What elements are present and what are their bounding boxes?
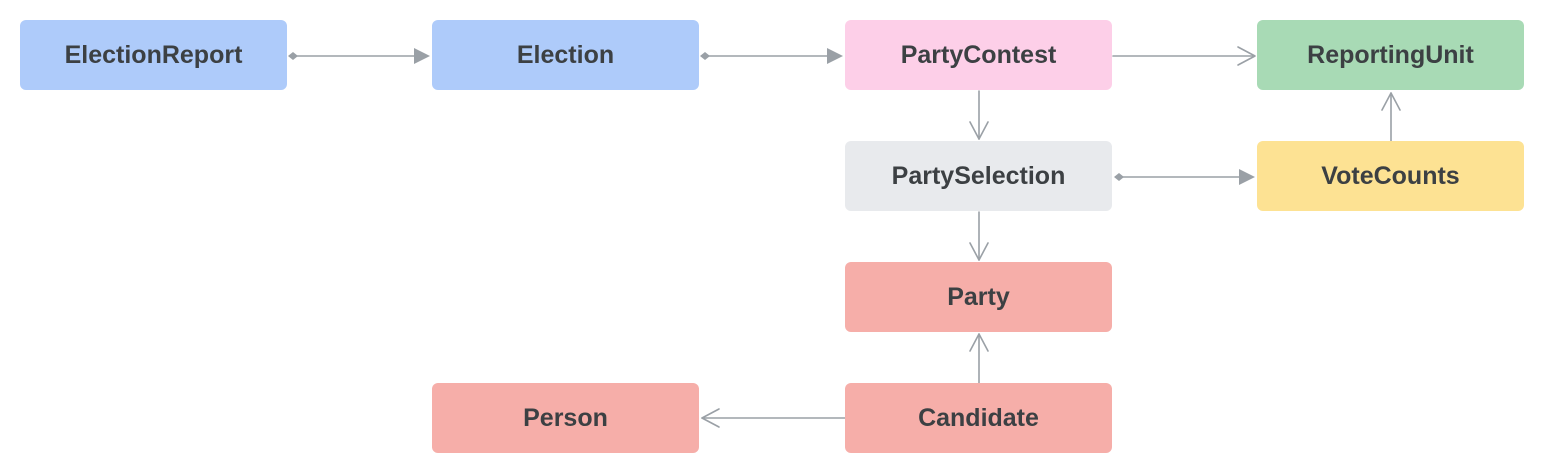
node-label: Candidate bbox=[918, 403, 1039, 432]
node-label: PartySelection bbox=[891, 161, 1066, 190]
node-votecounts: VoteCounts bbox=[1257, 141, 1524, 211]
node-party: Party bbox=[845, 262, 1112, 332]
edge-partyselection-votecounts-arrowhead bbox=[1239, 169, 1255, 185]
node-label: Person bbox=[523, 403, 608, 432]
edge-candidate-party-arrowhead bbox=[969, 333, 989, 352]
node-candidate: Candidate bbox=[845, 383, 1112, 453]
edge-electionreport-election-diamond bbox=[288, 52, 298, 60]
edge-partycontest-reportingunit-arrowhead bbox=[1237, 46, 1256, 66]
node-label: ElectionReport bbox=[64, 40, 243, 69]
node-person: Person bbox=[432, 383, 699, 453]
node-election: Election bbox=[432, 20, 699, 90]
edge-partyselection-votecounts-diamond bbox=[1114, 173, 1124, 181]
node-label: Election bbox=[516, 40, 615, 69]
edge-partycontest-partyselection-arrowhead bbox=[969, 121, 989, 140]
node-label: VoteCounts bbox=[1321, 161, 1460, 190]
edge-candidate-person-arrowhead bbox=[701, 408, 720, 428]
edge-electionreport-election-arrowhead bbox=[414, 48, 430, 64]
node-partycontest: PartyContest bbox=[845, 20, 1112, 90]
edge-election-partycontest-diamond bbox=[700, 52, 710, 60]
edge-votecounts-reportingunit-arrowhead bbox=[1381, 92, 1401, 111]
node-partyselection: PartySelection bbox=[845, 141, 1112, 211]
node-label: Party bbox=[947, 282, 1010, 311]
node-reportingunit: ReportingUnit bbox=[1257, 20, 1524, 90]
edge-partyselection-party-arrowhead bbox=[969, 242, 989, 261]
edge-election-partycontest-arrowhead bbox=[827, 48, 843, 64]
node-label: ReportingUnit bbox=[1307, 40, 1474, 69]
node-label: PartyContest bbox=[900, 40, 1057, 69]
node-electionreport: ElectionReport bbox=[20, 20, 287, 90]
